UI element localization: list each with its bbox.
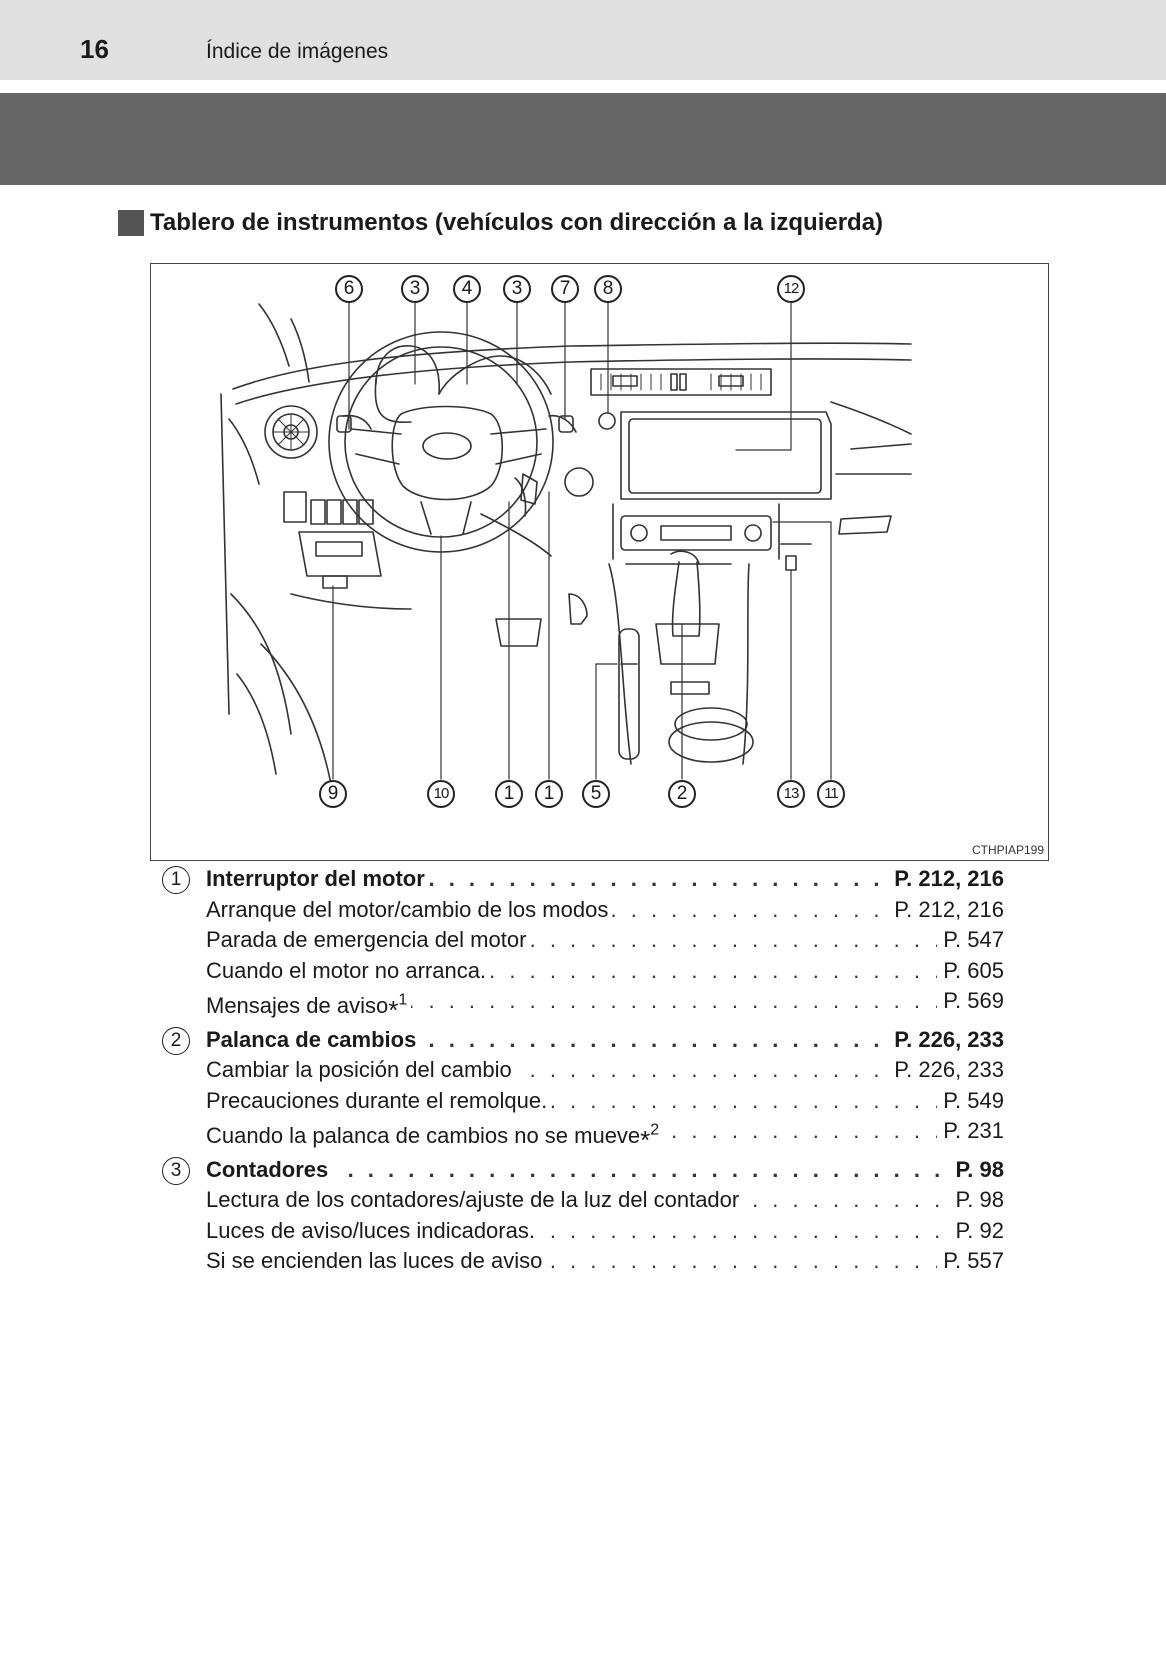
entry-item: . . . . . . . . . . . . . . . . . . . . … bbox=[158, 1116, 1004, 1155]
page-reference[interactable]: P. 231 bbox=[937, 1116, 1004, 1147]
page-reference[interactable]: P. 569 bbox=[937, 986, 1004, 1017]
entry-item-label: Cuando la palanca de cambios no se mueve… bbox=[206, 1122, 664, 1155]
page-reference[interactable]: P. 98 bbox=[949, 1154, 1004, 1185]
dot-leader: . . . . . . . . . . . . . . . . . . . . … bbox=[206, 1156, 1004, 1182]
callout-bottom: 1 bbox=[535, 780, 563, 808]
entry-item: . . . . . . . . . . . . . . . . . . . . … bbox=[158, 986, 1004, 1025]
dashboard-drawing bbox=[220, 289, 912, 785]
callout-bottom: 2 bbox=[668, 780, 696, 808]
entry-number-marker: 2 bbox=[162, 1026, 190, 1055]
footnote-star: * bbox=[388, 995, 399, 1026]
entry-item-label: Arranque del motor/cambio de los modos bbox=[206, 896, 613, 922]
entry-item: . . . . . . . . . . . . . . . . . . . . … bbox=[158, 1085, 1004, 1116]
entry-item-label: Cambiar la posición del cambio bbox=[206, 1057, 516, 1082]
callout-top: 8 bbox=[594, 275, 622, 303]
entry-item-label: Lectura de los contadores/ajuste de la l… bbox=[206, 1187, 744, 1212]
page-number: 16 bbox=[80, 34, 109, 64]
square-bullet-icon bbox=[118, 210, 144, 236]
entry-title: Interruptor del motor bbox=[206, 866, 429, 891]
section-title: Tablero de instrumentos (vehículos con d… bbox=[118, 206, 883, 240]
callout-bottom: 9 bbox=[319, 780, 347, 808]
callout-bottom: 11 bbox=[817, 780, 845, 808]
callout-top: 12 bbox=[777, 275, 805, 303]
dashboard-illustration: 6 3 4 3 7 8 12 9 10 1 1 5 2 13 11 CTHPIA… bbox=[150, 263, 1049, 861]
entry-title-line: 1 . . . . . . . . . . . . . . . . . . . … bbox=[158, 864, 1004, 895]
page-reference[interactable]: P. 98 bbox=[949, 1185, 1004, 1216]
entry-group: 1 . . . . . . . . . . . . . . . . . . . … bbox=[158, 864, 1004, 1025]
entry-title: Contadores bbox=[206, 1156, 333, 1182]
entry-number-marker: 1 bbox=[162, 866, 190, 894]
page-reference[interactable]: P. 212, 216 bbox=[888, 864, 1004, 895]
callout-top: 4 bbox=[453, 275, 481, 303]
callout-bottom: 10 bbox=[427, 780, 455, 808]
callout-bottom: 13 bbox=[777, 780, 805, 808]
entry-item-label: Mensajes de aviso*1 bbox=[206, 992, 412, 1025]
callout-top: 3 bbox=[401, 275, 429, 303]
page-reference[interactable]: P. 605 bbox=[937, 955, 1004, 986]
page-reference[interactable]: P. 92 bbox=[949, 1215, 1004, 1246]
header-bar: 16 Índice de imágenes bbox=[0, 0, 1166, 80]
entry-item-label: Si se encienden las luces de aviso bbox=[206, 1248, 547, 1273]
entry-item: . . . . . . . . . . . . . . . . . . . . … bbox=[158, 1215, 1004, 1246]
figure-code: CTHPIAP199 bbox=[971, 843, 1044, 857]
page-reference[interactable]: P. 549 bbox=[937, 1085, 1004, 1116]
page-reference[interactable]: P. 226, 233 bbox=[888, 1055, 1004, 1086]
entry-item-label: Cuando el motor no arranca. bbox=[206, 957, 491, 983]
footnote-star: * bbox=[640, 1125, 651, 1156]
section-title-text: Tablero de instrumentos (vehículos con d… bbox=[150, 209, 884, 236]
callout-bottom: 1 bbox=[495, 780, 523, 808]
entry-title-line: 2 . . . . . . . . . . . . . . . . . . . … bbox=[158, 1024, 1004, 1055]
entry-item: . . . . . . . . . . . . . . . . . . . . … bbox=[158, 955, 1004, 986]
entry-list: 1 . . . . . . . . . . . . . . . . . . . … bbox=[158, 864, 1004, 1285]
entry-item-label: Parada de emergencia del motor bbox=[206, 927, 531, 952]
page-reference[interactable]: P. 212, 216 bbox=[888, 894, 1004, 925]
page-reference[interactable]: P. 547 bbox=[937, 925, 1004, 956]
entry-title: Palanca de cambios bbox=[206, 1026, 421, 1052]
footnote-number: 1 bbox=[398, 992, 408, 1009]
entry-item-label: Luces de aviso/luces indicadoras. bbox=[206, 1217, 539, 1243]
entry-item: . . . . . . . . . . . . . . . . . . . . … bbox=[158, 1185, 1004, 1216]
entry-item: . . . . . . . . . . . . . . . . . . . . … bbox=[158, 1055, 1004, 1086]
entry-group: 3 . . . . . . . . . . . . . . . . . . . … bbox=[158, 1154, 1004, 1277]
entry-group: 2 . . . . . . . . . . . . . . . . . . . … bbox=[158, 1024, 1004, 1155]
entry-item: . . . . . . . . . . . . . . . . . . . . … bbox=[158, 894, 1004, 925]
entry-item-label: Precauciones durante el remolque. bbox=[206, 1087, 552, 1113]
footnote-number: 2 bbox=[650, 1122, 660, 1139]
page-reference[interactable]: P. 226, 233 bbox=[888, 1024, 1004, 1055]
entry-item: . . . . . . . . . . . . . . . . . . . . … bbox=[158, 925, 1004, 956]
callout-top: 7 bbox=[551, 275, 579, 303]
entry-number-marker: 3 bbox=[162, 1156, 190, 1185]
entry-title-line: 3 . . . . . . . . . . . . . . . . . . . … bbox=[158, 1154, 1004, 1185]
callout-bottom: 5 bbox=[582, 780, 610, 808]
section-band bbox=[0, 93, 1166, 185]
running-title: Índice de imágenes bbox=[206, 40, 389, 63]
callout-top: 6 bbox=[335, 275, 363, 303]
page-reference[interactable]: P. 557 bbox=[937, 1246, 1004, 1277]
callout-top: 3 bbox=[503, 275, 531, 303]
entry-item: . . . . . . . . . . . . . . . . . . . . … bbox=[158, 1246, 1004, 1277]
